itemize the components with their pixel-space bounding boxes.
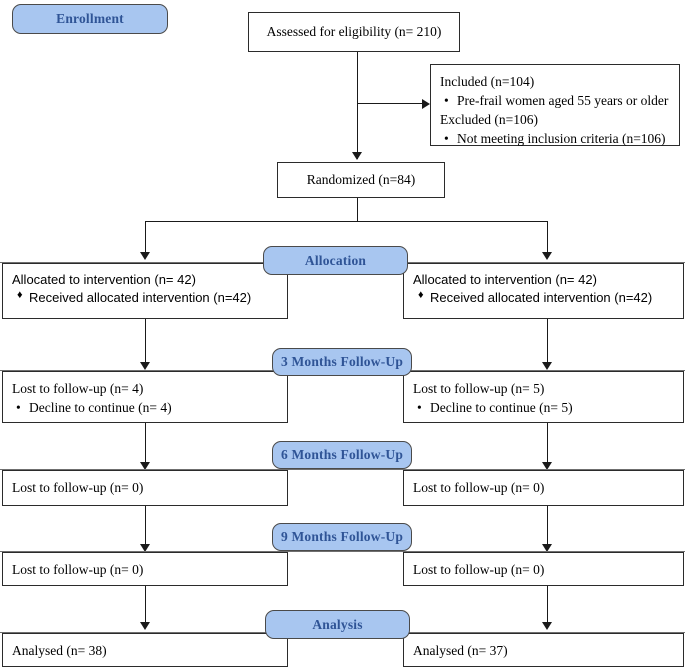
round-bullet-icon: • <box>16 400 21 416</box>
stage-badge-analysis-label: Analysis <box>312 616 363 632</box>
arrowhead-to-included-excluded <box>422 99 430 109</box>
followup-3m-left-bullet-row: • Decline to continue (n= 4) <box>12 398 278 417</box>
connector-alloc-left-to-3m <box>145 319 147 364</box>
included-bullet-row: • Pre-frail women aged 55 years or older <box>440 91 670 110</box>
arrowhead-to-randomized <box>352 152 362 160</box>
diamond-bullet-icon: ♦ <box>17 289 23 302</box>
box-followup-3m-left: Lost to follow-up (n= 4) • Decline to co… <box>2 371 288 423</box>
arrowhead-allocation-right <box>542 252 552 260</box>
arrowhead-3m-right <box>542 362 552 370</box>
connector-3m-right-to-6m <box>547 423 549 464</box>
connector-9m-left-to-analysis <box>145 586 147 624</box>
stage-badge-enrollment-label: Enrollment <box>56 11 124 26</box>
box-assessed-for-eligibility: Assessed for eligibility (n= 210) <box>248 12 460 52</box>
analysis-left-line1: Analysed (n= 38) <box>12 643 107 658</box>
stage-rule-followup-9m <box>0 551 685 553</box>
box-randomized: Randomized (n=84) <box>277 162 445 198</box>
allocation-left-line1: Allocated to intervention (n= 42) <box>12 272 196 287</box>
included-heading: Included (n=104) <box>440 74 535 89</box>
analysis-right-line1: Analysed (n= 37) <box>413 643 508 658</box>
box-analysis-left: Analysed (n= 38) <box>2 633 288 667</box>
arrowhead-analysis-left <box>140 622 150 630</box>
connector-randomized-down <box>357 198 359 222</box>
stage-rule-followup-6m <box>0 469 685 471</box>
included-bullet-text: Pre-frail women aged 55 years or older <box>457 93 669 109</box>
box-followup-6m-left: Lost to follow-up (n= 0) <box>2 470 288 506</box>
stage-badge-followup-6m: 6 Months Follow-Up <box>272 441 412 469</box>
stage-badge-allocation-label: Allocation <box>304 252 367 268</box>
connector-alloc-right-to-3m <box>547 319 549 364</box>
followup-3m-right-bullet-row: • Decline to continue (n= 5) <box>413 398 674 417</box>
followup-6m-left-line1: Lost to follow-up (n= 0) <box>12 480 144 495</box>
allocation-right-bullet-row: ♦ Received allocated intervention (n=42) <box>413 289 674 307</box>
round-bullet-icon: • <box>444 93 449 109</box>
allocation-right-line1: Allocated to intervention (n= 42) <box>413 272 597 287</box>
stage-badge-followup-9m: 9 Months Follow-Up <box>272 523 412 551</box>
followup-3m-left-line1: Lost to follow-up (n= 4) <box>12 381 144 396</box>
diamond-bullet-icon: ♦ <box>418 289 424 302</box>
excluded-bullet-row: • Not meeting inclusion criteria (n=106) <box>440 129 670 148</box>
arrowhead-6m-right <box>542 462 552 470</box>
arrowhead-9m-right <box>542 544 552 552</box>
box-followup-6m-right: Lost to follow-up (n= 0) <box>403 470 684 506</box>
assessed-label: Assessed for eligibility (n= 210) <box>266 24 442 40</box>
box-followup-9m-left: Lost to follow-up (n= 0) <box>2 552 288 586</box>
stage-badge-enrollment: Enrollment <box>12 4 168 34</box>
followup-3m-left-bullet-text: Decline to continue (n= 4) <box>29 400 172 416</box>
connector-9m-right-to-analysis <box>547 586 549 624</box>
arrowhead-6m-left <box>140 462 150 470</box>
followup-3m-right-line1: Lost to follow-up (n= 5) <box>413 381 545 396</box>
arrowhead-9m-left <box>140 544 150 552</box>
followup-9m-right-line1: Lost to follow-up (n= 0) <box>413 562 545 577</box>
connector-split-right <box>547 221 549 254</box>
followup-9m-left-line1: Lost to follow-up (n= 0) <box>12 562 144 577</box>
stage-badge-followup-9m-label: 9 Months Follow-Up <box>280 529 404 544</box>
excluded-bullet-text: Not meeting inclusion criteria (n=106) <box>457 131 666 147</box>
followup-3m-right-bullet-text: Decline to continue (n= 5) <box>430 400 573 416</box>
allocation-left-bullet-text: Received allocated intervention (n=42) <box>29 290 252 306</box>
connector-3m-left-to-6m <box>145 423 147 464</box>
stage-badge-followup-3m-label: 3 Months Follow-Up <box>280 354 404 369</box>
stage-badge-analysis: Analysis <box>265 610 410 639</box>
arrowhead-allocation-left <box>140 252 150 260</box>
arrowhead-3m-left <box>140 362 150 370</box>
box-followup-9m-right: Lost to follow-up (n= 0) <box>403 552 684 586</box>
box-allocation-right: Allocated to intervention (n= 42) ♦ Rece… <box>403 263 684 319</box>
followup-6m-right-line1: Lost to follow-up (n= 0) <box>413 480 545 495</box>
connector-split-left <box>145 221 147 254</box>
allocation-right-bullet-text: Received allocated intervention (n=42) <box>430 290 653 306</box>
box-analysis-right: Analysed (n= 37) <box>403 633 684 667</box>
stage-badge-followup-6m-label: 6 Months Follow-Up <box>280 447 404 462</box>
connector-randomized-split <box>145 221 548 223</box>
connector-assessed-to-randomized <box>357 52 359 159</box>
arrowhead-analysis-right <box>542 622 552 630</box>
randomized-label: Randomized (n=84) <box>306 172 416 188</box>
stage-badge-allocation: Allocation <box>263 246 408 275</box>
round-bullet-icon: • <box>417 400 422 416</box>
round-bullet-icon: • <box>444 131 449 147</box>
allocation-left-bullet-row: ♦ Received allocated intervention (n=42) <box>12 289 278 307</box>
box-allocation-left: Allocated to intervention (n= 42) ♦ Rece… <box>2 263 288 319</box>
connector-6m-right-to-9m <box>547 506 549 546</box>
connector-6m-left-to-9m <box>145 506 147 546</box>
connector-to-included-excluded <box>357 103 423 105</box>
box-followup-3m-right: Lost to follow-up (n= 5) • Decline to co… <box>403 371 684 423</box>
box-included-excluded: Included (n=104) • Pre-frail women aged … <box>430 64 680 146</box>
stage-badge-followup-3m: 3 Months Follow-Up <box>272 348 412 376</box>
excluded-heading: Excluded (n=106) <box>440 112 538 128</box>
